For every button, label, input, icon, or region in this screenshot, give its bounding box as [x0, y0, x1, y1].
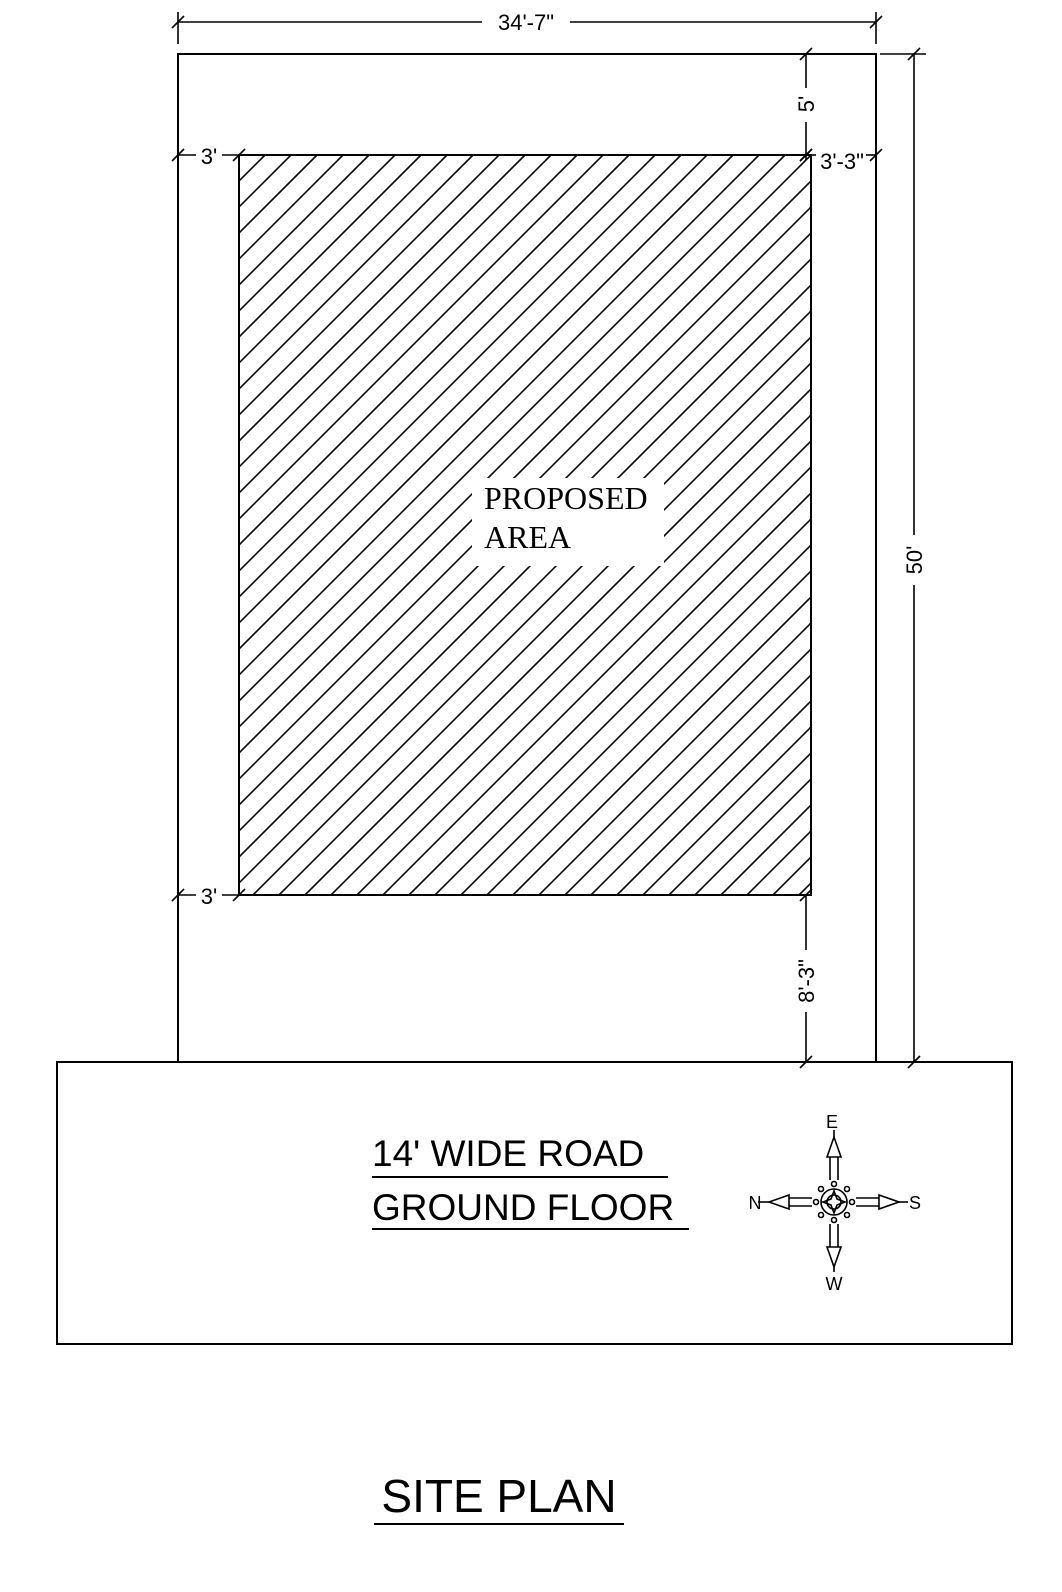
ground-floor-label: GROUND FLOOR	[372, 1187, 674, 1228]
hatch-line	[239, 155, 734, 651]
hatch-line	[538, 621, 811, 895]
compass-south-label: S	[909, 1193, 921, 1213]
front-setback-label: 8'-3"	[794, 959, 819, 1003]
plot-width-label: 34'-7"	[498, 10, 554, 35]
hatch-line	[798, 881, 811, 895]
hatch-line	[239, 155, 656, 573]
hatch-line	[239, 155, 786, 703]
plot-width-dimension: 34'-7"	[171, 10, 883, 44]
hatch-line	[616, 699, 811, 895]
proposed-area-outline	[238, 154, 812, 896]
right-setback-dimension: 3'-3"	[799, 148, 883, 174]
hatch-line	[408, 491, 811, 895]
hatch-line	[239, 155, 448, 365]
hatch-line	[239, 155, 526, 443]
hatch-line	[239, 155, 474, 391]
hatch-line	[239, 155, 422, 339]
hatch-line	[239, 179, 811, 755]
hatch-line	[356, 439, 811, 895]
compass-west-label: W	[826, 1274, 843, 1294]
hatch-line	[239, 155, 604, 521]
hatch-line	[239, 155, 760, 677]
hatch-line	[239, 155, 292, 209]
hatch-line	[668, 751, 811, 895]
road-boundary	[56, 1061, 1013, 1345]
plot-depth-dimension: 50'	[880, 47, 927, 1069]
proposed-area-label-line1: PROPOSED	[484, 480, 648, 516]
front-setback-dimension: 8'-3"	[794, 888, 819, 1069]
left-setback-bottom-dimension: 3'	[171, 884, 246, 909]
rear-setback-dimension: 5'	[794, 47, 819, 162]
compass-east-label: E	[826, 1112, 838, 1132]
hatch-line	[239, 155, 552, 469]
hatch-line	[239, 155, 708, 625]
hatch-line	[746, 829, 811, 895]
compass-rose	[758, 1130, 908, 1272]
hatch-line	[772, 855, 811, 895]
hatch-line	[239, 155, 240, 157]
hatch-line	[239, 155, 318, 235]
hatch-line	[239, 155, 682, 599]
hatch-line	[720, 803, 811, 895]
left-setback-top-dimension: 3'	[171, 144, 246, 169]
hatch-line	[330, 413, 811, 895]
hatch-line	[460, 543, 811, 895]
hatch-line	[486, 569, 811, 895]
proposed-area-label-line2: AREA	[484, 519, 571, 555]
hatch-line	[694, 777, 811, 895]
hatch-line	[434, 517, 811, 895]
left-setback-bottom-label: 3'	[201, 884, 217, 909]
hatch-line	[239, 155, 578, 495]
road-label: 14' WIDE ROAD	[372, 1133, 644, 1174]
hatch-line	[239, 155, 266, 183]
left-setback-top-label: 3'	[201, 144, 217, 169]
hatch-line	[512, 595, 811, 895]
hatch-line	[239, 155, 396, 313]
right-setback-label: 3'-3"	[820, 149, 864, 174]
compass-north-label: N	[749, 1193, 762, 1213]
hatch-line	[239, 155, 811, 729]
hatch-line	[239, 155, 344, 261]
drawing-title: SITE PLAN	[381, 1470, 616, 1522]
hatch-line	[239, 155, 500, 417]
hatch-line	[564, 647, 811, 895]
rear-setback-label: 5'	[794, 96, 819, 112]
hatch-line	[239, 155, 370, 287]
hatch-line	[304, 387, 811, 895]
hatch-line	[590, 673, 811, 895]
hatch-line	[642, 725, 811, 895]
hatch-line	[382, 465, 811, 895]
plot-depth-label: 50'	[902, 546, 927, 575]
proposed-area-label-mask	[472, 478, 664, 566]
hatch-line	[239, 155, 630, 547]
